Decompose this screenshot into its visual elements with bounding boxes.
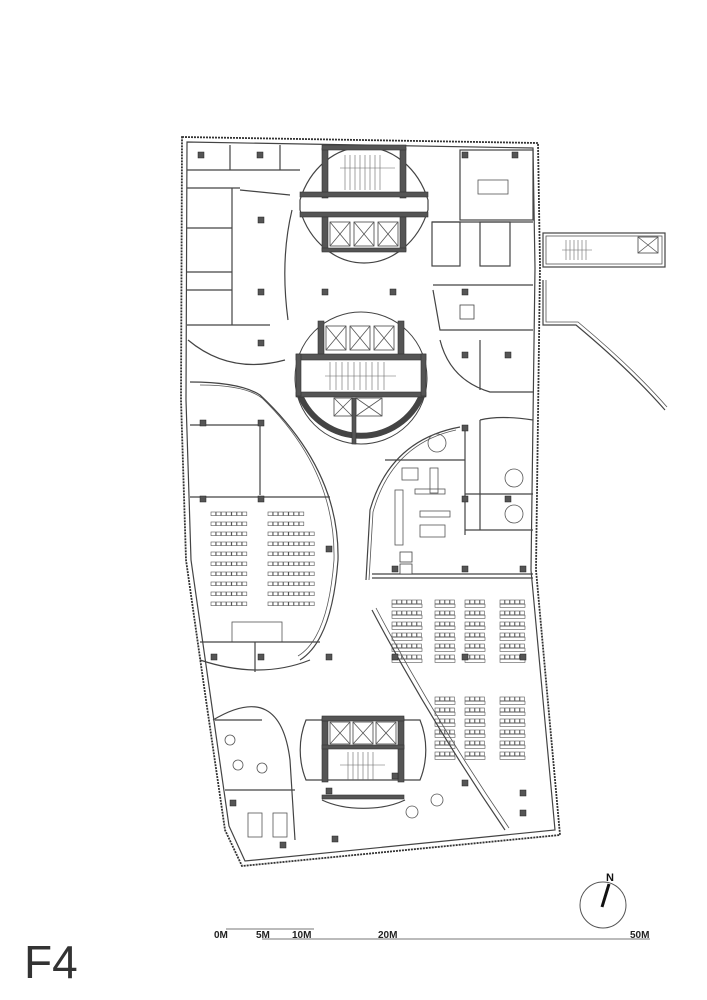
conference-room [431, 149, 534, 393]
north-arrow-icon [579, 881, 627, 929]
diagonal-partition [371, 607, 510, 831]
scale-label-20: 20M [378, 930, 398, 941]
open-workstations [391, 599, 526, 760]
scale-label-5: 5M [256, 930, 270, 941]
scale-label-50: 50M [630, 930, 650, 941]
floor-label: F4 [24, 936, 78, 988]
scale-bar [226, 928, 650, 940]
kitchen-dining [365, 416, 534, 581]
east-annex [542, 232, 668, 411]
building-perimeter [180, 136, 561, 867]
scale-label-0: 0M [214, 930, 228, 941]
southwest-lounge [212, 706, 444, 841]
south-core [299, 715, 427, 809]
central-core [294, 311, 428, 445]
west-offices [187, 145, 300, 366]
north-label: N [606, 872, 614, 884]
north-core [299, 144, 429, 264]
scale-label-10: 10M [292, 930, 312, 941]
lecture-seating [210, 511, 315, 606]
structural-columns [197, 151, 527, 849]
